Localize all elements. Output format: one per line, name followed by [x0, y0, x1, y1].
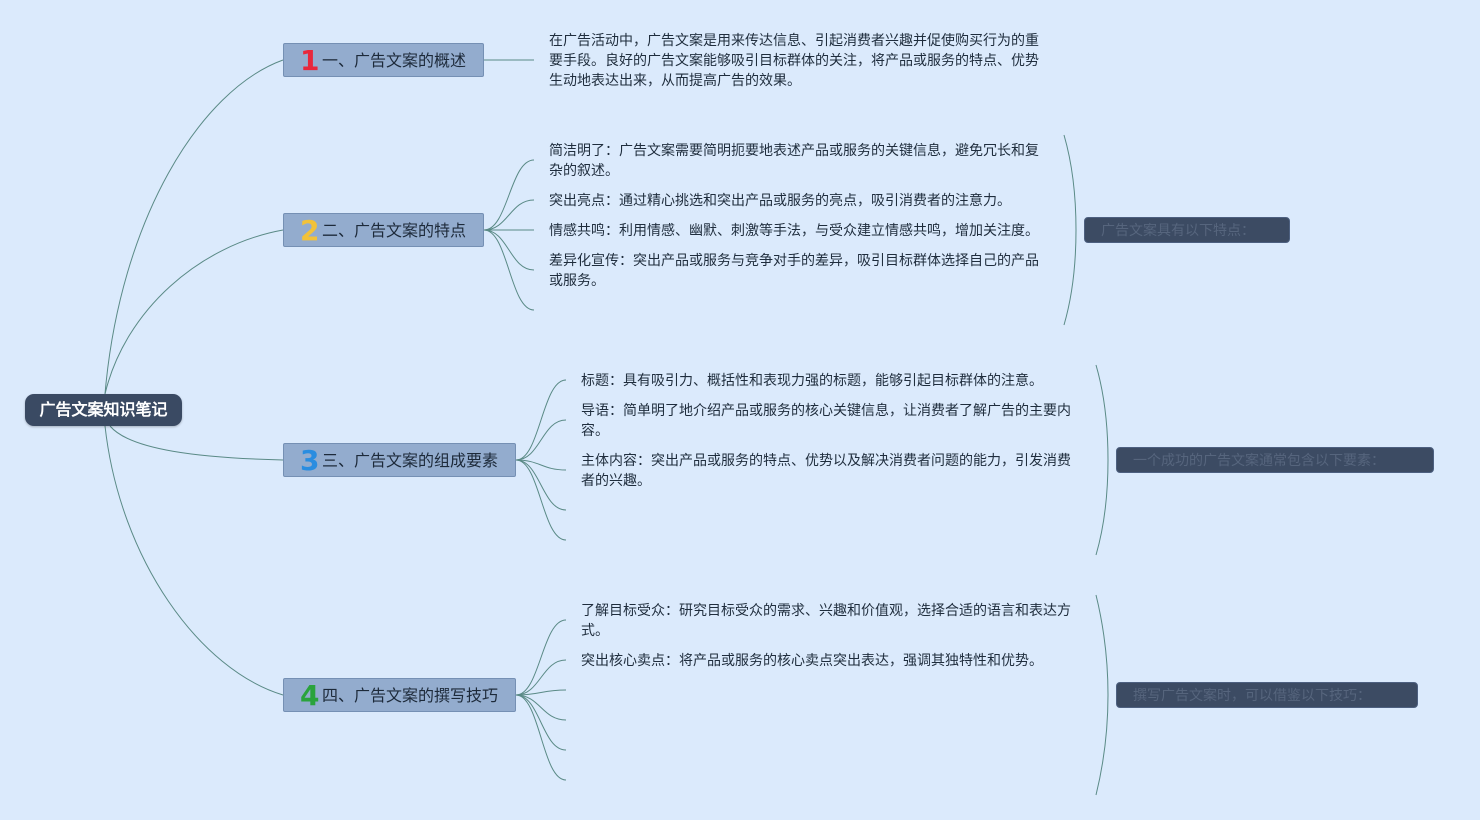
topic-number-1: 1 — [300, 44, 320, 77]
bracket-topic-3 — [1095, 364, 1109, 556]
connector-topic4-branch-3 — [515, 689, 567, 696]
connector-root-topic-4 — [104, 425, 284, 696]
connector-root-topic-2 — [104, 229, 284, 395]
topic-number-4: 4 — [300, 679, 320, 712]
connector-topic3-branch-1 — [515, 379, 567, 461]
connector-topic4-branch-1 — [515, 619, 567, 696]
bracket-topic-4 — [1095, 594, 1109, 796]
leaf-2-3[interactable]: 情感共鸣：利用情感、幽默、刺激等手法，与受众建立情感共鸣，增加关注度。 — [549, 223, 1039, 239]
leaf-4-1[interactable]: 了解目标受众：研究目标受众的需求、兴趣和价值观，选择合适的语言和表达方式。 — [581, 603, 1071, 639]
topic-number-2: 2 — [300, 214, 320, 247]
connector-topic4-branch-6 — [515, 694, 567, 781]
connector-topic3-branch-4 — [515, 459, 567, 511]
topic-label-2: 二、广告文案的特点 — [322, 221, 467, 240]
leaf-3-3[interactable]: 主体内容：突出产品或服务的特点、优势以及解决消费者问题的能力，引发消费者的兴趣。 — [581, 453, 1071, 489]
connector-topic3-branch-5 — [515, 459, 567, 541]
root-node[interactable]: 广告文案知识笔记 — [25, 394, 182, 426]
connector-topic3-branch-3 — [515, 459, 567, 471]
connector-topic4-branch-5 — [515, 694, 567, 751]
topic-label-1: 一、广告文案的概述 — [322, 51, 467, 70]
connector-topic2-branch-1 — [483, 159, 535, 231]
leaf-2-4[interactable]: 差异化宣传：突出产品或服务与竞争对手的差异，吸引目标群体选择自己的产品或服务。 — [549, 253, 1039, 289]
connector-root-topic-3 — [109, 425, 284, 461]
leaf-2-2[interactable]: 突出亮点：通过精心挑选和突出产品或服务的亮点，吸引消费者的注意力。 — [549, 193, 1011, 209]
bracket-topic-2 — [1063, 134, 1077, 326]
connector-topic4-branch-2 — [515, 659, 567, 696]
summary-node-4[interactable]: 撰写广告文案时，可以借鉴以下技巧： — [1116, 682, 1418, 708]
connector-topic2-branch-4 — [483, 229, 535, 271]
topic-label-4: 四、广告文案的撰写技巧 — [322, 686, 499, 705]
leaf-1-1[interactable]: 在广告活动中，广告文案是用来传达信息、引起消费者兴趣并促使购买行为的重要手段。良… — [549, 33, 1039, 89]
topic-number-3: 3 — [300, 444, 320, 477]
topic-label-3: 三、广告文案的组成要素 — [322, 451, 499, 470]
summary-node-3[interactable]: 一个成功的广告文案通常包含以下要素： — [1116, 447, 1434, 473]
connector-topic4-branch-4 — [515, 694, 567, 721]
leaf-3-2[interactable]: 导语：简单明了地介绍产品或服务的核心关键信息，让消费者了解广告的主要内容。 — [581, 403, 1071, 439]
leaf-3-1[interactable]: 标题：具有吸引力、概括性和表现力强的标题，能够引起目标群体的注意。 — [581, 373, 1043, 389]
connector-root-topic-1 — [104, 59, 284, 395]
summary-node-2[interactable]: 广告文案具有以下特点： — [1084, 217, 1290, 243]
connector-topic2-branch-2 — [483, 199, 535, 231]
leaf-2-1[interactable]: 简洁明了：广告文案需要简明扼要地表述产品或服务的关键信息，避免冗长和复杂的叙述。 — [549, 143, 1039, 179]
leaf-4-2[interactable]: 突出核心卖点：将产品或服务的核心卖点突出表达，强调其独特性和优势。 — [581, 653, 1043, 669]
connector-topic3-branch-2 — [515, 419, 567, 461]
connector-topic2-branch-5 — [483, 229, 535, 311]
